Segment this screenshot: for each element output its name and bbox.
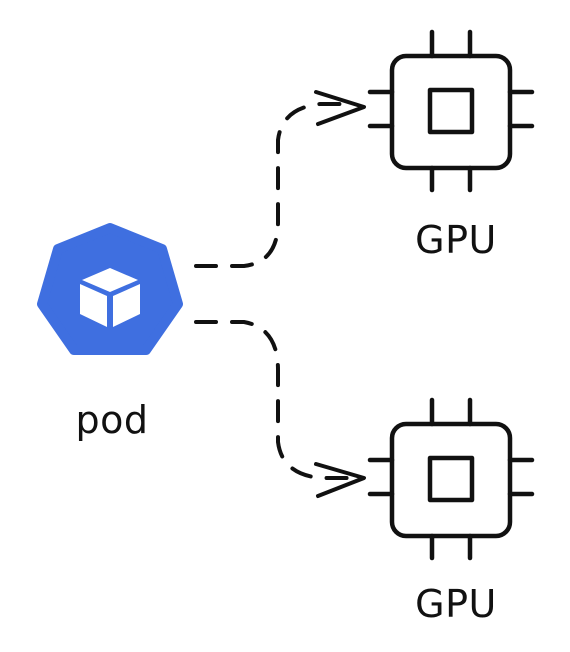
dashed-line-top: [194, 102, 354, 268]
arrowhead-top: [314, 90, 366, 126]
pod-label: pod: [75, 398, 149, 442]
cube-icon: [80, 268, 140, 327]
connector-to-gpu-2: [194, 320, 366, 498]
gpu-chip-icon: [367, 397, 535, 561]
connector-to-gpu-1: [194, 90, 366, 268]
dashed-line-bottom: [194, 320, 354, 480]
gpu-label-top: GPU: [415, 218, 497, 262]
gpu-chip-icon: [367, 29, 535, 193]
kubernetes-pod-icon: [37, 223, 183, 355]
arrowhead-bottom: [314, 462, 366, 498]
gpu-label-bottom: GPU: [415, 582, 497, 626]
